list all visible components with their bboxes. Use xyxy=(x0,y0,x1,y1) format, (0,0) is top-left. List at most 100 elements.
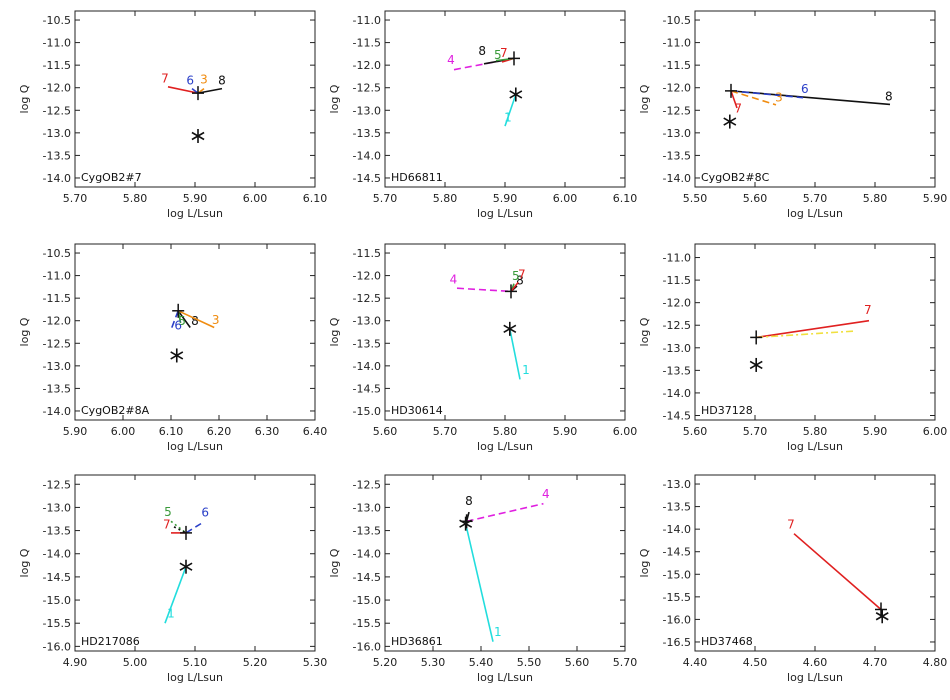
plot-frame xyxy=(74,243,316,421)
series-line-7 xyxy=(510,281,519,292)
x-tick-label: 5.60 xyxy=(565,656,590,669)
y-tick-label: -13.5 xyxy=(353,337,381,350)
x-tick-label: 4.80 xyxy=(923,656,948,669)
series-label: 4 xyxy=(447,53,455,67)
star-marker-spoke xyxy=(459,519,473,528)
y-tick-label: -15.0 xyxy=(43,594,71,607)
star-marker xyxy=(170,348,184,363)
x-tick-label: 6.10 xyxy=(159,425,184,438)
plus-marker xyxy=(192,86,204,101)
y-axis-label: log Q xyxy=(328,317,341,346)
y-tick-label: -10.5 xyxy=(663,14,691,27)
x-tick-label: 5.90 xyxy=(183,192,208,205)
y-axis-label: log Q xyxy=(18,317,31,346)
y-tick-label: -11.5 xyxy=(353,37,381,50)
series-label: 8 xyxy=(191,314,199,328)
x-tick-label: 4.50 xyxy=(743,656,768,669)
y-axis-label: log Q xyxy=(638,548,651,577)
series-label: 6 xyxy=(174,319,182,333)
series-line-3 xyxy=(730,90,777,106)
series-line-7 xyxy=(793,533,882,611)
plot-frame xyxy=(384,10,626,188)
x-tick-label: 5.70 xyxy=(63,192,88,205)
x-tick-label: 4.40 xyxy=(683,656,708,669)
x-axis-label: log L/Lsun xyxy=(477,207,533,220)
series-line-4 xyxy=(456,287,512,293)
series-line-7 xyxy=(756,319,870,339)
series-label: 4 xyxy=(450,273,458,287)
x-tick-label: 6.20 xyxy=(207,425,232,438)
series-line-7 xyxy=(730,90,738,109)
y-tick-label: -12.0 xyxy=(353,270,381,283)
series-label: 6 xyxy=(186,74,194,88)
x-tick-label: 5.50 xyxy=(683,192,708,205)
star-marker-spoke xyxy=(170,351,184,360)
y-tick-label: -15.0 xyxy=(353,405,381,418)
y-tick-label: -13.0 xyxy=(43,501,71,514)
y-tick-label: -10.5 xyxy=(43,247,71,260)
y-tick-label: -12.5 xyxy=(43,337,71,350)
plus-marker xyxy=(172,303,185,318)
x-tick-label: 6.00 xyxy=(613,425,638,438)
x-tick-label: 5.70 xyxy=(613,656,638,669)
star-marker xyxy=(179,559,193,574)
y-tick-label: -15.0 xyxy=(663,568,691,581)
series-label: 1 xyxy=(167,607,175,621)
y-tick-label: -14.0 xyxy=(353,149,381,162)
star-marker xyxy=(191,129,205,144)
y-tick-label: -11.0 xyxy=(353,14,381,27)
series-line-6 xyxy=(185,522,202,534)
y-axis-label: log Q xyxy=(638,84,651,113)
series-label: 3 xyxy=(212,313,220,327)
y-tick-label: -14.0 xyxy=(663,387,691,400)
y-tick-label: -14.5 xyxy=(663,546,691,559)
x-axis-label: log L/Lsun xyxy=(167,440,223,453)
object-label: HD66811 xyxy=(391,171,443,184)
series-label: 1 xyxy=(522,363,530,377)
y-tick-label: -13.0 xyxy=(353,315,381,328)
y-axis-label: log Q xyxy=(18,84,31,113)
x-tick-label: 5.70 xyxy=(373,192,398,205)
plot-frame xyxy=(74,10,316,188)
object-label: CygOB2#7 xyxy=(81,171,142,184)
x-tick-label: 4.90 xyxy=(63,656,88,669)
y-tick-label: -15.5 xyxy=(663,591,691,604)
x-axis-label: log L/Lsun xyxy=(477,440,533,453)
x-tick-label: 5.80 xyxy=(493,425,518,438)
plot-frame xyxy=(694,243,936,421)
series-label: 3 xyxy=(200,73,208,87)
y-tick-label: -14.0 xyxy=(43,172,71,185)
object-label: CygOB2#8C xyxy=(701,171,770,184)
series-label: 5 xyxy=(164,505,172,519)
x-axis-label: log L/Lsun xyxy=(787,671,843,684)
y-tick-label: -13.0 xyxy=(663,342,691,355)
x-tick-label: 5.20 xyxy=(373,656,398,669)
plot-frame xyxy=(694,10,936,188)
object-label: HD30614 xyxy=(391,404,443,417)
y-tick-label: -11.0 xyxy=(663,37,691,50)
y-tick-label: -11.5 xyxy=(663,274,691,287)
star-marker xyxy=(503,321,517,336)
plot-frame xyxy=(384,474,626,652)
x-tick-label: 5.80 xyxy=(433,192,458,205)
y-tick-label: -12.5 xyxy=(43,104,71,117)
series-line-unlabeled xyxy=(756,330,855,339)
x-tick-label: 5.70 xyxy=(803,192,828,205)
series-label: 7 xyxy=(787,517,795,531)
x-axis-label: log L/Lsun xyxy=(787,207,843,220)
plus-marker xyxy=(508,51,520,66)
y-tick-label: -13.5 xyxy=(43,382,71,395)
series-line-unlabeled xyxy=(173,526,187,534)
series-line-4 xyxy=(466,502,544,523)
x-tick-label: 6.10 xyxy=(613,192,638,205)
y-tick-label: -15.5 xyxy=(353,617,381,630)
x-tick-label: 5.60 xyxy=(683,425,708,438)
y-tick-label: -13.5 xyxy=(663,364,691,377)
star-marker-spoke xyxy=(749,360,763,370)
x-tick-label: 5.30 xyxy=(303,656,328,669)
y-tick-label: -11.5 xyxy=(353,247,381,260)
object-label: HD36861 xyxy=(391,635,443,648)
y-tick-label: -14.0 xyxy=(43,548,71,561)
